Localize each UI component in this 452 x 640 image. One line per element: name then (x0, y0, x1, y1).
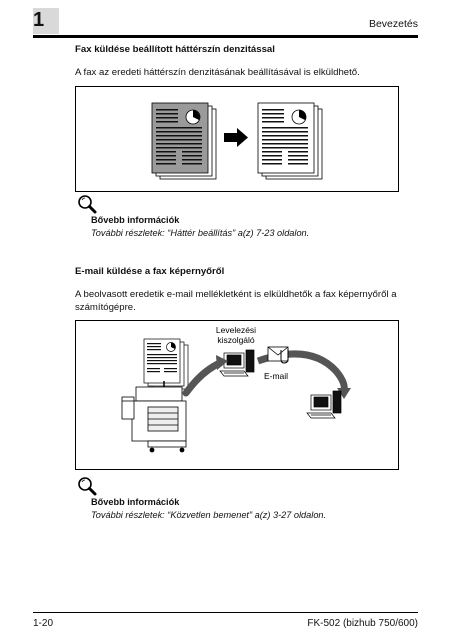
product-name: FK-502 (bizhub 750/600) (307, 618, 418, 629)
footer-rule (33, 612, 418, 613)
section-paragraph-email-1: A beolvasott eredetik e-mail mellékletké… (75, 289, 397, 300)
info-text: További részletek: “Közvetlen bemenet” a… (91, 510, 327, 520)
info-text: További részletek: “Háttér beállítás” a(… (91, 228, 310, 238)
figure-email: Levelezési kiszolgáló E-mail (75, 320, 399, 470)
document-icon (143, 338, 189, 390)
envelope-icon (267, 346, 289, 362)
paperclip-icon (280, 349, 289, 364)
info-title: Bővebb információk (91, 215, 180, 225)
section-paragraph-background-density: A fax az eredeti háttérszín denzitásának… (75, 67, 360, 78)
document-icon (151, 102, 217, 180)
page-number: 1-20 (33, 618, 54, 629)
chapter-tab (33, 8, 59, 34)
magnifier-icon (78, 195, 97, 214)
arrow-right-icon (224, 128, 248, 147)
email-label: E-mail (264, 371, 288, 381)
document-icon (257, 102, 323, 180)
info-title: Bővebb információk (91, 497, 180, 507)
header-title: Bevezetés (368, 18, 418, 30)
figure-background-density (75, 86, 399, 192)
computer-icon (219, 349, 255, 377)
server-label: Levelezési (216, 325, 256, 335)
chapter-number: 1 (33, 9, 45, 31)
computer-icon (306, 390, 342, 419)
section-heading-background-density: Fax küldése beállított háttérszín denzit… (75, 44, 275, 55)
server-label-2: kiszolgáló (217, 335, 255, 345)
copier-icon (121, 386, 187, 453)
section-heading-email: E-mail küldése a fax képernyőről (75, 266, 225, 277)
header-rule (33, 35, 418, 38)
magnifier-icon (78, 477, 97, 496)
section-paragraph-email-2: számítógépre. (75, 302, 136, 313)
